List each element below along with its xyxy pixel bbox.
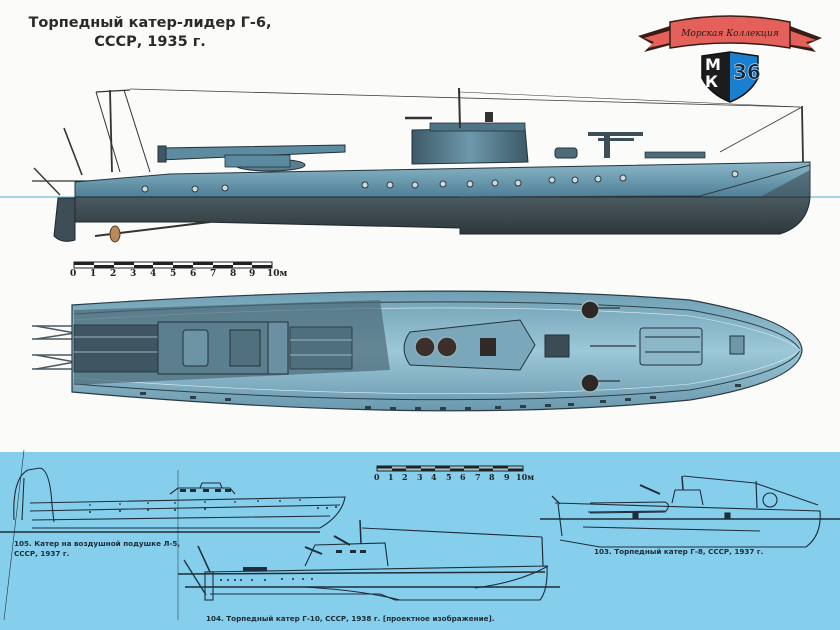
logo: Морская Коллекция М К 36 — [630, 8, 830, 103]
caption-103: 103. Торпедный катер Г-8, СССР, 1937 г. — [594, 547, 764, 556]
banner-text: Морская Коллекция — [680, 29, 779, 39]
line-drawing-g8 — [540, 475, 840, 548]
banner-ribbon-icon: Морская Коллекция — [638, 15, 822, 103]
logo-letters: М К — [705, 55, 721, 91]
issue-number: 36 — [733, 60, 761, 85]
secondary-scale-labels: 0 1 2 3 4 5 6 7 8 9 10м — [374, 472, 535, 482]
line-drawing-l5 — [0, 449, 346, 621]
side-profile-g6 — [0, 87, 840, 243]
plan-view-g6 — [32, 290, 803, 412]
page-title: Торпедный катер-лидер Г-6, СССР, 1935 г. — [20, 14, 280, 52]
caption-105: 105. Катер на воздушной подушке Л-5, ССС… — [14, 539, 181, 558]
title-line-1: Торпедный катер-лидер Г-6, — [28, 15, 272, 31]
title-line-2: СССР, 1935 г. — [94, 34, 206, 50]
main-scale-labels: 0 1 2 3 4 5 6 7 8 9 10м — [70, 269, 288, 279]
caption-104: 104. Торпедный катер Г-10, СССР, 1938 г.… — [206, 614, 495, 623]
line-drawing-g10 — [177, 470, 560, 620]
secondary-scale-bar — [376, 465, 524, 472]
main-scale-bar — [73, 261, 273, 269]
